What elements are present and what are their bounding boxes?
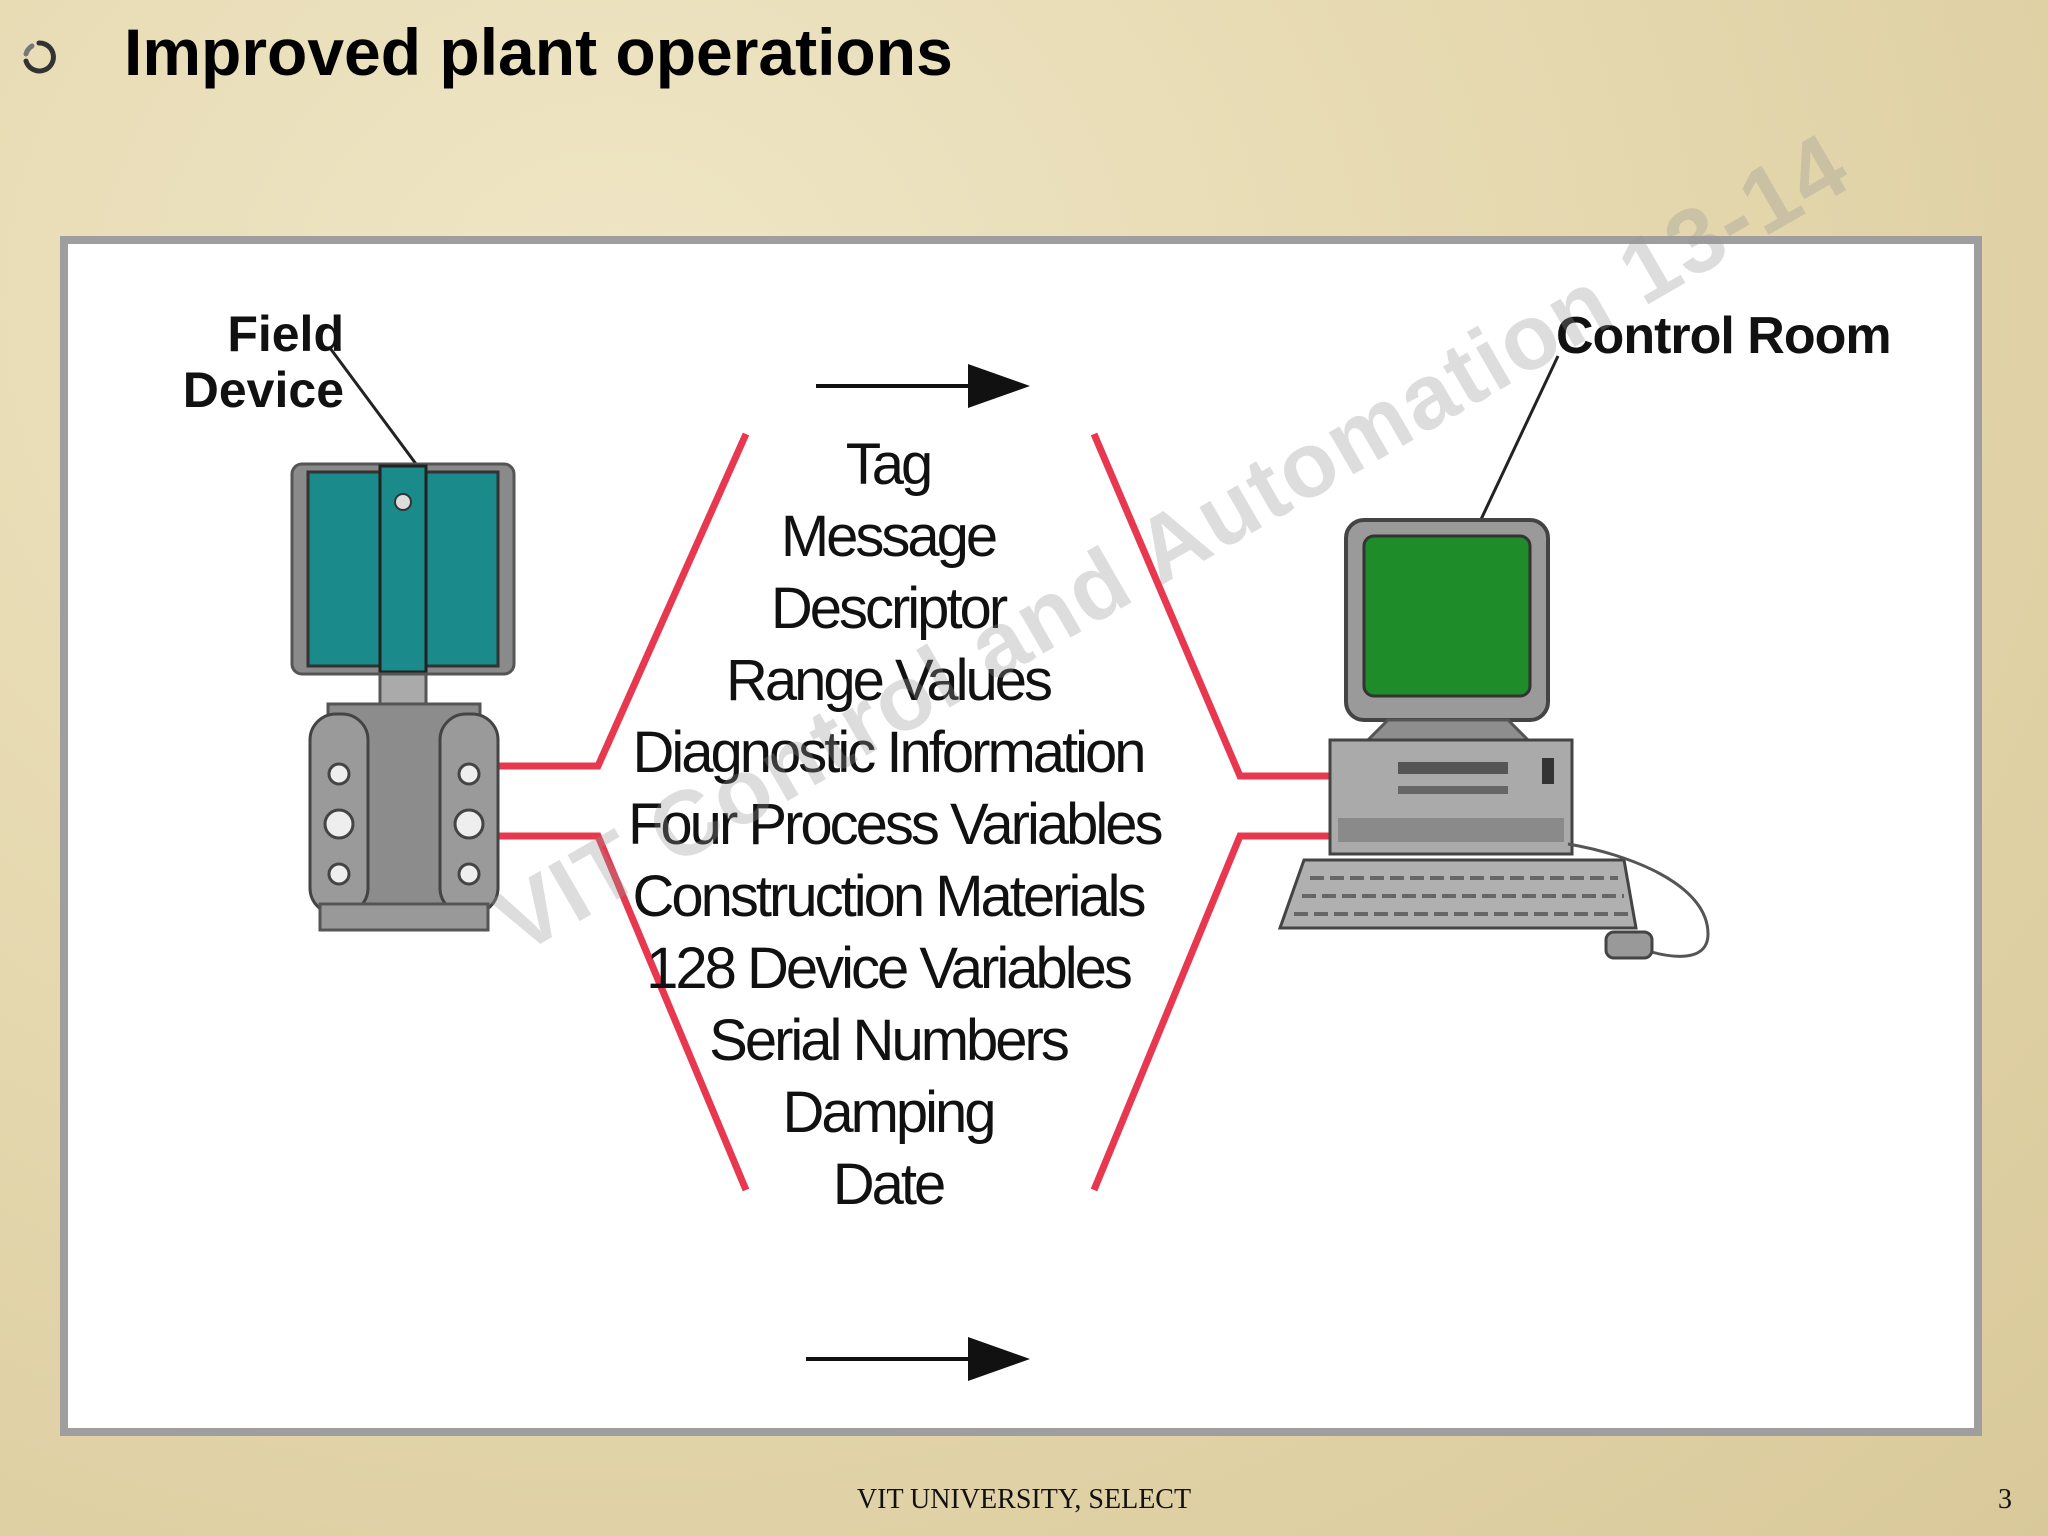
list-item: Serial Numbers [709,1008,1070,1073]
diagram-graphics [290,347,1710,1381]
information-list: Tag Message Descriptor Range Values Diag… [628,429,1164,1221]
slide-title: Improved plant operations [124,15,953,89]
signal-lines-right [1090,432,1338,1192]
arrow-right-icon [806,1337,1030,1381]
transmitter-icon [290,462,516,932]
list-item: Date [832,1152,947,1217]
list-item: Range Values [725,648,1053,713]
list-item: Damping [782,1080,996,1145]
list-item: 128 Device Variables [646,936,1133,1001]
list-item: Four Process Variables [628,792,1164,857]
list-item: Diagnostic Information [632,720,1146,785]
circle-bullet-icon [23,40,56,74]
arrow-right-icon [816,364,1030,408]
page-number: 3 [1998,1484,2012,1515]
footer-text: VIT UNIVERSITY, SELECT [856,1484,1192,1515]
field-device-label-line2: Device [182,362,344,418]
control-room-label: Control Room [1556,307,1892,365]
computer-icon [1277,518,1710,960]
field-device-label-line1: Field [227,306,344,362]
list-item: Message [780,504,998,569]
field-device-label: Field Device [164,306,344,418]
signal-lines-left [490,432,750,1192]
list-item: Construction Materials [632,864,1147,929]
list-item: Descriptor [770,576,1008,641]
diagram-panel: Field Device Control Room Tag Message De… [68,113,1974,1428]
list-item: Tag [845,432,934,497]
diagram-frame: Field Device Control Room Tag Message De… [60,113,1982,1436]
